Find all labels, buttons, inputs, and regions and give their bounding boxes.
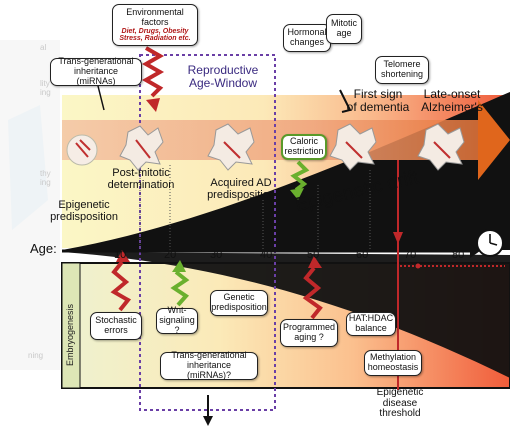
transgen-bottom-box: Trans-generational inheritance (miRNAs)? (160, 350, 258, 380)
ghost-text: al (40, 43, 47, 52)
age-tick: 50 (307, 249, 320, 261)
age-label: Age: (30, 241, 57, 256)
age-tick: 30 (210, 249, 223, 261)
cell-icon (66, 134, 98, 166)
environmental-title: Environmental factors (126, 6, 184, 27)
age-tick: 70 (404, 249, 417, 261)
hat-hdac-box: HAT:HDAC balance (346, 312, 396, 336)
caloric-zigzag (290, 160, 310, 192)
wnt-zigzag (170, 270, 190, 307)
reproductive-window-frame (139, 54, 276, 411)
late-onset-label: Late-onset Alzheimer's (421, 87, 483, 114)
ghost-text: lity ing (40, 79, 51, 97)
caloric-restriction-box: Caloric restriction (281, 134, 327, 160)
ghost-text: thy ing (40, 169, 51, 187)
caloric-arrowhead (290, 188, 304, 200)
methylation-box: Methylation homeostasis (364, 350, 422, 376)
acquired-ad-label: Acquired AD predisposition (207, 177, 275, 201)
wnt-arrowhead (172, 260, 186, 272)
transgen-top-box: Trans-generational inheritance (miRNAs) (50, 56, 142, 86)
mitotic-age-box: Mitotic age (326, 14, 362, 44)
age-tick: 40 (260, 249, 273, 261)
stochastic-zigzag (110, 260, 132, 312)
genetic-predisposition-box: Genetic predisposition (210, 290, 268, 316)
programmed-arrowhead (308, 256, 322, 268)
cell-icon (329, 123, 377, 171)
first-sign-label: First sign of dementia (346, 87, 410, 114)
clock-icon (476, 227, 504, 257)
environmental-factors-box: Environmental factors Diet, Drugs, Obesi… (112, 4, 198, 46)
hormonal-box: Hormonal changes (283, 24, 331, 52)
age-tick: 60 (356, 249, 369, 261)
cell-icon (207, 123, 255, 171)
post-mitotic-label: Post-mitotic determination (107, 167, 175, 191)
threshold-arrowhead (393, 232, 403, 244)
environment-zigzag (141, 46, 165, 98)
wnt-signaling-box: Wnt- signaling ? (156, 305, 198, 335)
epigenetic-predisposition-label: Epigenetic predisposition (50, 199, 118, 223)
reproductive-window-label: Reproductive Age-Window (187, 63, 259, 90)
transgen-down-arrowhead (203, 416, 213, 426)
stochastic-arrowhead (116, 250, 130, 262)
age-tick: 20 (164, 249, 177, 261)
cell-icon (417, 123, 465, 171)
mitotic-arrow (339, 89, 352, 113)
telomere-box: Telomere shortening (375, 56, 429, 84)
ghost-shape (8, 105, 48, 230)
stochastic-errors-box: Stochastic errors (90, 312, 142, 340)
environment-arrowhead (146, 98, 160, 112)
embryogenesis-label: Embryogenesis (65, 303, 75, 366)
programmed-aging-box: Programmed aging ? (280, 319, 338, 347)
age-tick: 10 (114, 249, 127, 261)
ghost-text: ning (28, 351, 44, 360)
programmed-zigzag (302, 266, 323, 320)
embryogenesis-strip (61, 262, 81, 389)
cell-icon (119, 125, 164, 171)
epigenetic-threshold-label: Epigenetic disease threshold (376, 387, 424, 419)
age-axis-arrow (470, 244, 480, 258)
environmental-subtitle: Diet, Drugs, Obesity Stress, Radiation e… (119, 27, 191, 42)
age-tick: 80 (452, 249, 465, 261)
red-dot (415, 263, 421, 269)
band-arrowhead (478, 100, 510, 180)
